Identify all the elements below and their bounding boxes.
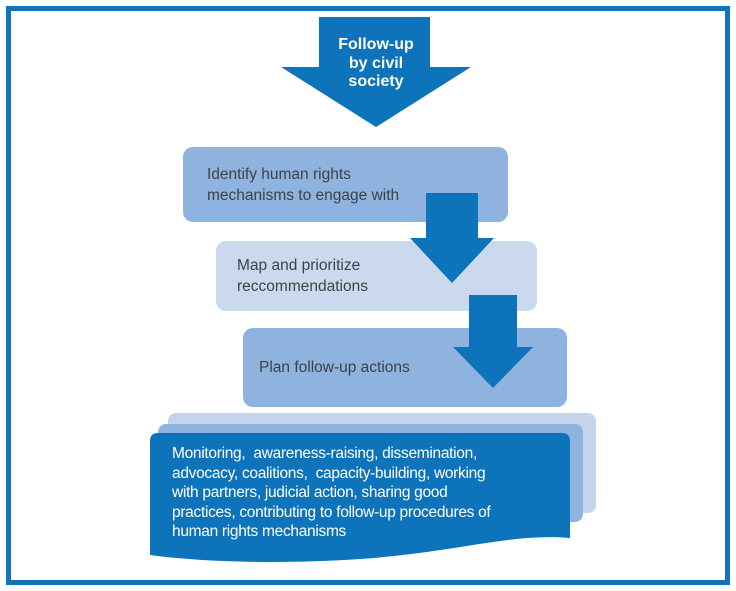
- step-box-identify-mechanisms: Identify human rights mechanisms to enga…: [183, 147, 508, 222]
- step-line: mechanisms to engage with: [207, 186, 400, 204]
- step-text: Identify human rights mechanisms to enga…: [207, 164, 399, 206]
- outcome-line: practices, contributing to follow-up pro…: [172, 503, 491, 521]
- arrow-label-line: society: [348, 73, 404, 90]
- outcome-line: Monitoring, awareness-raising, dissemina…: [172, 445, 477, 462]
- step-text: Map and prioritize reccommendations: [237, 255, 368, 297]
- outcome-line: advocacy, coalitions, capacity-building,…: [172, 464, 486, 482]
- step-line: Plan follow-up actions: [259, 359, 410, 376]
- arrow-label-line: Follow-up: [338, 36, 414, 53]
- step-line: Identify human rights: [207, 165, 351, 183]
- outcome-line: with partners, judicial action, sharing …: [172, 484, 448, 501]
- diagram-border-frame: [6, 6, 730, 585]
- step-box-map-prioritize: Map and prioritize reccommendations: [216, 241, 537, 311]
- step-line: reccommendations: [237, 278, 368, 295]
- step-line: Map and prioritize: [237, 257, 361, 274]
- outcome-text: Monitoring, awareness-raising, dissemina…: [172, 444, 564, 542]
- arrow-label-line: by civil: [348, 54, 404, 72]
- step-text: Plan follow-up actions: [259, 357, 410, 378]
- step-box-plan-actions: Plan follow-up actions: [243, 328, 567, 407]
- outcome-line: human rights mechanisms: [172, 523, 347, 540]
- top-arrow-label: Follow-up by civil society: [286, 36, 466, 92]
